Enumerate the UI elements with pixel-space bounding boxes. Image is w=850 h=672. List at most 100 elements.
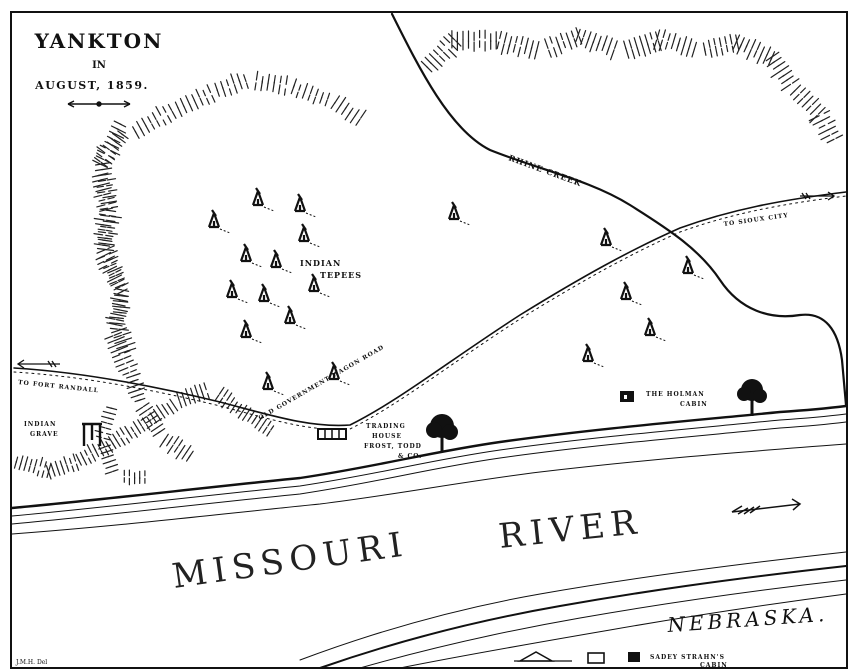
tepee-shadow	[593, 362, 605, 368]
bluff-hatch-stroke	[613, 40, 618, 49]
bluff-hatch-stroke	[72, 453, 77, 462]
bluff-hatch-stroke	[312, 96, 317, 105]
bluff-hatch-stroke	[96, 146, 106, 154]
bluff-hatch-stroke	[132, 372, 141, 377]
bluff-hatch-stroke	[743, 44, 748, 53]
bluff-hatch-stroke	[23, 463, 27, 471]
bluff-hatch-stroke	[242, 412, 248, 421]
tepee-shadow	[655, 336, 667, 342]
bluff-hatch-stroke	[29, 458, 33, 466]
bluff-hatch-stroke	[147, 410, 156, 417]
tepee-shadow	[237, 298, 249, 304]
bluff-hatch-stroke	[100, 451, 107, 455]
bluff-hatch-stroke	[105, 184, 113, 187]
tepee-shadow	[219, 228, 231, 234]
bluff-hatch-stroke	[94, 223, 105, 226]
bluff-hatch-stroke	[101, 415, 110, 419]
bluff-hatch-stroke	[95, 155, 105, 160]
bluff-hatch-stroke	[59, 460, 63, 467]
bluff-hatch-stroke	[448, 48, 457, 58]
bluff-hatch-stroke	[115, 430, 121, 437]
bluff-hatch-stroke	[298, 84, 302, 91]
bluff-hatch-stroke	[729, 33, 733, 45]
bluff-hatch-stroke	[96, 204, 106, 208]
bluff-hatch-stroke	[107, 196, 115, 200]
river-south-bank-ripple-1	[359, 579, 847, 669]
bluff-hatch-stroke	[176, 391, 180, 401]
bluff-hatch-stroke	[134, 432, 138, 438]
bluff-hatch-stroke	[98, 199, 106, 202]
bluff-hatch-stroke	[292, 78, 297, 89]
bluff-hatch-stroke	[229, 406, 235, 414]
bluff-hatch-stroke	[44, 461, 47, 468]
bluff-hatch-stroke	[97, 443, 102, 451]
river-south-bank-ripple-2	[399, 593, 847, 669]
bluff-hatch-stroke	[104, 237, 113, 240]
bluff-hatch-stroke	[636, 47, 641, 57]
title-ornament	[67, 100, 131, 108]
bluff-hatch-stroke	[95, 174, 106, 177]
bluff-hatch-stroke	[151, 112, 157, 121]
bluff-hatch-stroke	[355, 118, 361, 126]
bluff-hatch-stroke	[799, 87, 807, 94]
bluff-hatch-stroke	[283, 88, 286, 96]
bluff-hatch-stroke	[98, 213, 106, 216]
bluff-hatch-stroke	[114, 336, 125, 341]
tepee-icon	[327, 361, 341, 381]
bluff-hatch-stroke	[202, 89, 206, 97]
bluff-hatch-stroke	[173, 446, 179, 453]
bluff-hatch-stroke	[66, 464, 70, 472]
bluff-hatch-stroke	[141, 426, 146, 432]
bluff-hatch-stroke	[149, 412, 154, 418]
bluff-hatch-stroke	[100, 421, 108, 424]
bluff-hatch-stroke	[86, 444, 92, 454]
bluff-hatch-stroke	[104, 140, 112, 145]
bluff-hatch-stroke	[145, 125, 150, 133]
bluff-hatch-stroke	[638, 35, 643, 46]
bluff-hatch-stroke	[96, 185, 105, 188]
bluff-hatch-stroke	[520, 35, 524, 46]
bluff-hatch-stroke	[105, 427, 112, 430]
bluff-hatch-stroke	[118, 367, 129, 372]
bluff-hatch-stroke	[101, 167, 113, 171]
bluff-hatch-stroke	[171, 110, 177, 119]
bluff-hatch-stroke	[805, 105, 812, 112]
bluff-hatch-stroke	[724, 36, 727, 45]
bluff-hatch-stroke	[105, 219, 116, 223]
bluff-hatch-stroke	[443, 51, 451, 59]
bluff-hatch-stroke	[109, 297, 121, 301]
bluff-hatch-stroke	[132, 126, 137, 134]
bluff-hatch-stroke	[562, 41, 567, 49]
bluff-hatch-stroke	[835, 134, 844, 139]
bluff-hatch-stroke	[102, 144, 110, 151]
bluff-hatch-stroke	[633, 37, 638, 49]
bluff-hatch-stroke	[134, 387, 145, 392]
bluff-hatch-stroke	[132, 421, 137, 427]
bluff-hatch-stroke	[113, 334, 122, 339]
bluff-hatch-stroke	[110, 259, 118, 264]
tepee-icon	[225, 279, 239, 299]
bluff-hatch-stroke	[114, 133, 125, 139]
indian-grave-label-line2: GRAVE	[30, 431, 59, 438]
bluff-hatch-stroke	[107, 436, 114, 445]
bluff-hatch-stroke	[162, 106, 167, 113]
bluff-hatch-stroke	[123, 355, 132, 359]
bluff-hatch-stroke	[100, 439, 106, 448]
bluff-hatch-stroke	[245, 82, 249, 89]
bluff-hatch-stroke	[110, 348, 121, 354]
bluff-hatch-stroke	[360, 109, 367, 119]
bluff-hatch-stroke	[107, 155, 115, 160]
bluff-hatch-stroke	[173, 436, 180, 445]
bluff-hatch-stroke	[770, 70, 781, 79]
bluff-hatch-stroke	[102, 410, 112, 414]
bluff-hatch-stroke	[32, 466, 36, 474]
bluff-hatch-stroke	[438, 55, 446, 62]
bluff-hatch-stroke	[130, 369, 137, 373]
bluff-hatch-stroke	[811, 97, 820, 106]
bluff-hatch-stroke	[517, 46, 522, 58]
bluff-hatch-stroke	[528, 46, 533, 59]
bluff-hatch-stroke	[187, 396, 192, 405]
bluff-hatch-stroke	[307, 94, 311, 101]
bluff-hatch-stroke	[766, 46, 772, 56]
bluff-hatch-stroke	[116, 327, 128, 332]
